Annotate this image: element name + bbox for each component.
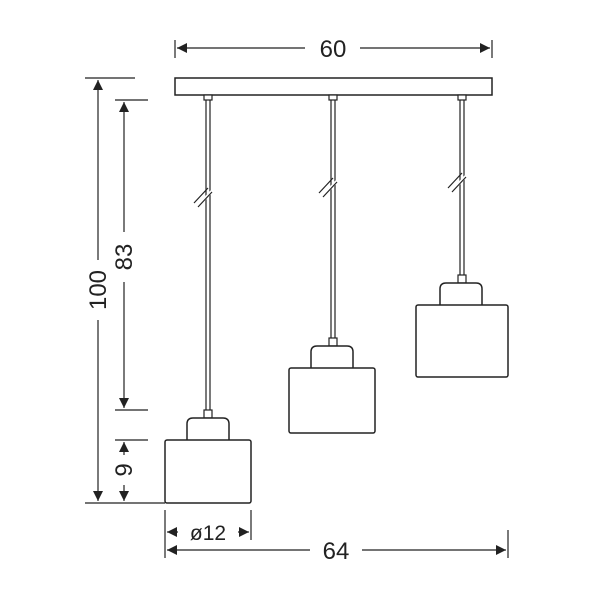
pendant-left <box>164 94 252 504</box>
label-cable-length: 83 <box>111 244 138 271</box>
dimension-cable-length <box>115 99 148 411</box>
dimension-total-height <box>85 77 165 504</box>
label-total-height: 100 <box>85 270 112 310</box>
dimension-shade-diameter <box>164 510 252 558</box>
dimension-top-width <box>174 40 493 58</box>
label-total-width: 64 <box>323 538 350 565</box>
pendant-middle <box>288 94 376 434</box>
pendant-right <box>415 94 509 378</box>
ceiling-bar <box>174 77 493 96</box>
dimension-total-width <box>167 530 509 558</box>
label-shade-height: 9 <box>111 463 138 476</box>
dimension-shade-height <box>115 439 148 501</box>
label-shade-diameter: ø12 <box>190 522 226 545</box>
label-top-width: 60 <box>320 36 347 63</box>
